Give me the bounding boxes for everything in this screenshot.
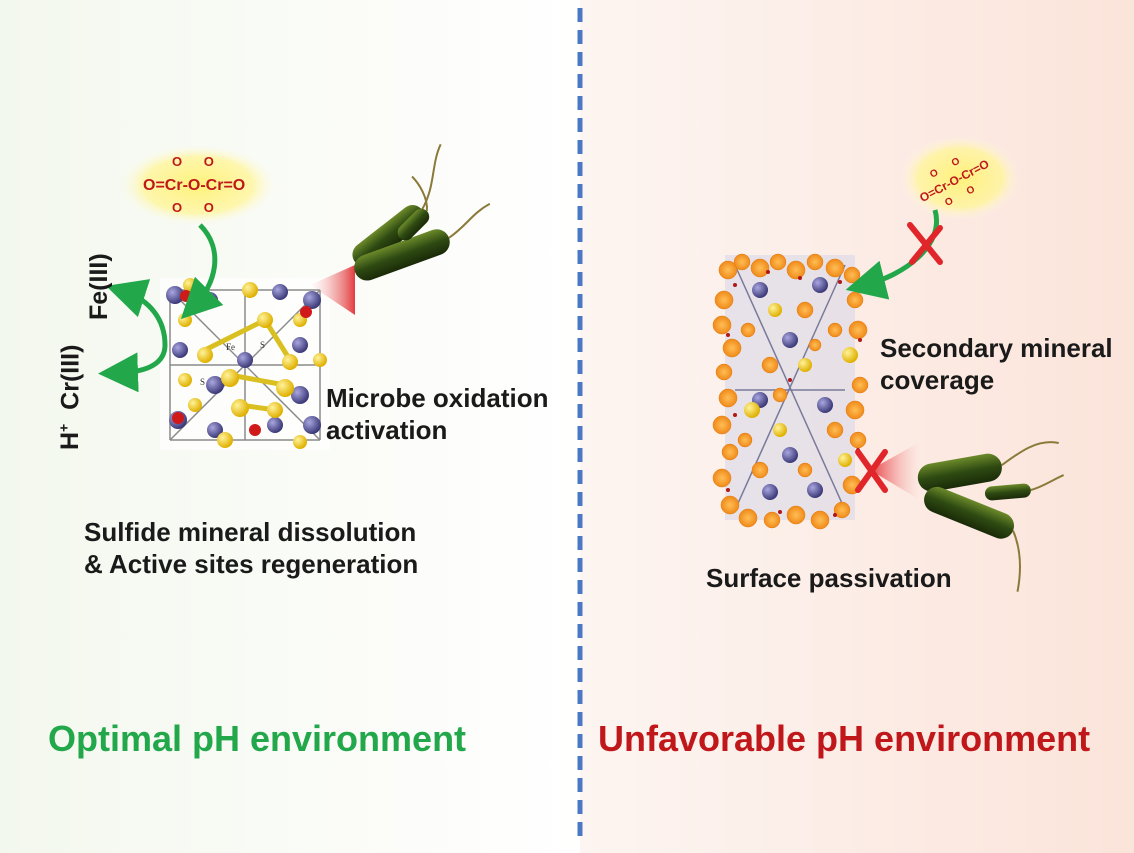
block-mark-top — [907, 222, 943, 265]
microbe-beam-right — [870, 442, 920, 500]
covered-crystal-right — [712, 253, 869, 530]
fe-cycle-arrow-top — [105, 279, 168, 346]
block-mark-bottom — [855, 449, 888, 493]
dichromate-glow-left — [120, 145, 276, 225]
secondary-coverage-label: Secondary mineral coverage — [880, 333, 1113, 395]
bacteria-left — [352, 143, 491, 281]
panel-divider — [577, 8, 583, 838]
fe-iii-label: Fe(III) — [85, 253, 113, 320]
microbe-oxidation-label: Microbe oxidation activation — [326, 383, 549, 445]
dichromate-molecule-left: O O O=Cr-O-Cr=O O O — [143, 154, 245, 215]
dichromate-row-bottom: O O — [172, 200, 214, 215]
dichromate-reduction-arrow — [180, 223, 224, 320]
svg-text:S: S — [260, 340, 265, 350]
optimal-ph-title: Optimal pH environment — [48, 718, 467, 759]
unfavorable-ph-title: Unfavorable pH environment — [598, 718, 1091, 759]
microbe-beam-left — [310, 265, 355, 315]
svg-text:S: S — [200, 377, 205, 387]
h-plus-label: H+ — [56, 423, 85, 450]
dichromate-row-mid: O=Cr-O-Cr=O — [143, 177, 245, 194]
dichromate-glow-right — [900, 136, 1020, 220]
dichromate-row-top: O O — [172, 154, 214, 169]
fe-cycle-arrow-bottom — [98, 344, 168, 393]
dissolution-label: Sulfide mineral dissolution & Active sit… — [84, 517, 419, 579]
cr-iii-label: H+ Cr(III) — [56, 344, 85, 450]
surface-passivation-label: Surface passivation — [706, 563, 952, 593]
crystal-lattice-left: Fe S S — [160, 278, 330, 450]
svg-text:Fe: Fe — [226, 342, 235, 352]
bacteria-right — [917, 441, 1065, 592]
unfavorable-ph-panel — [580, 0, 1134, 853]
